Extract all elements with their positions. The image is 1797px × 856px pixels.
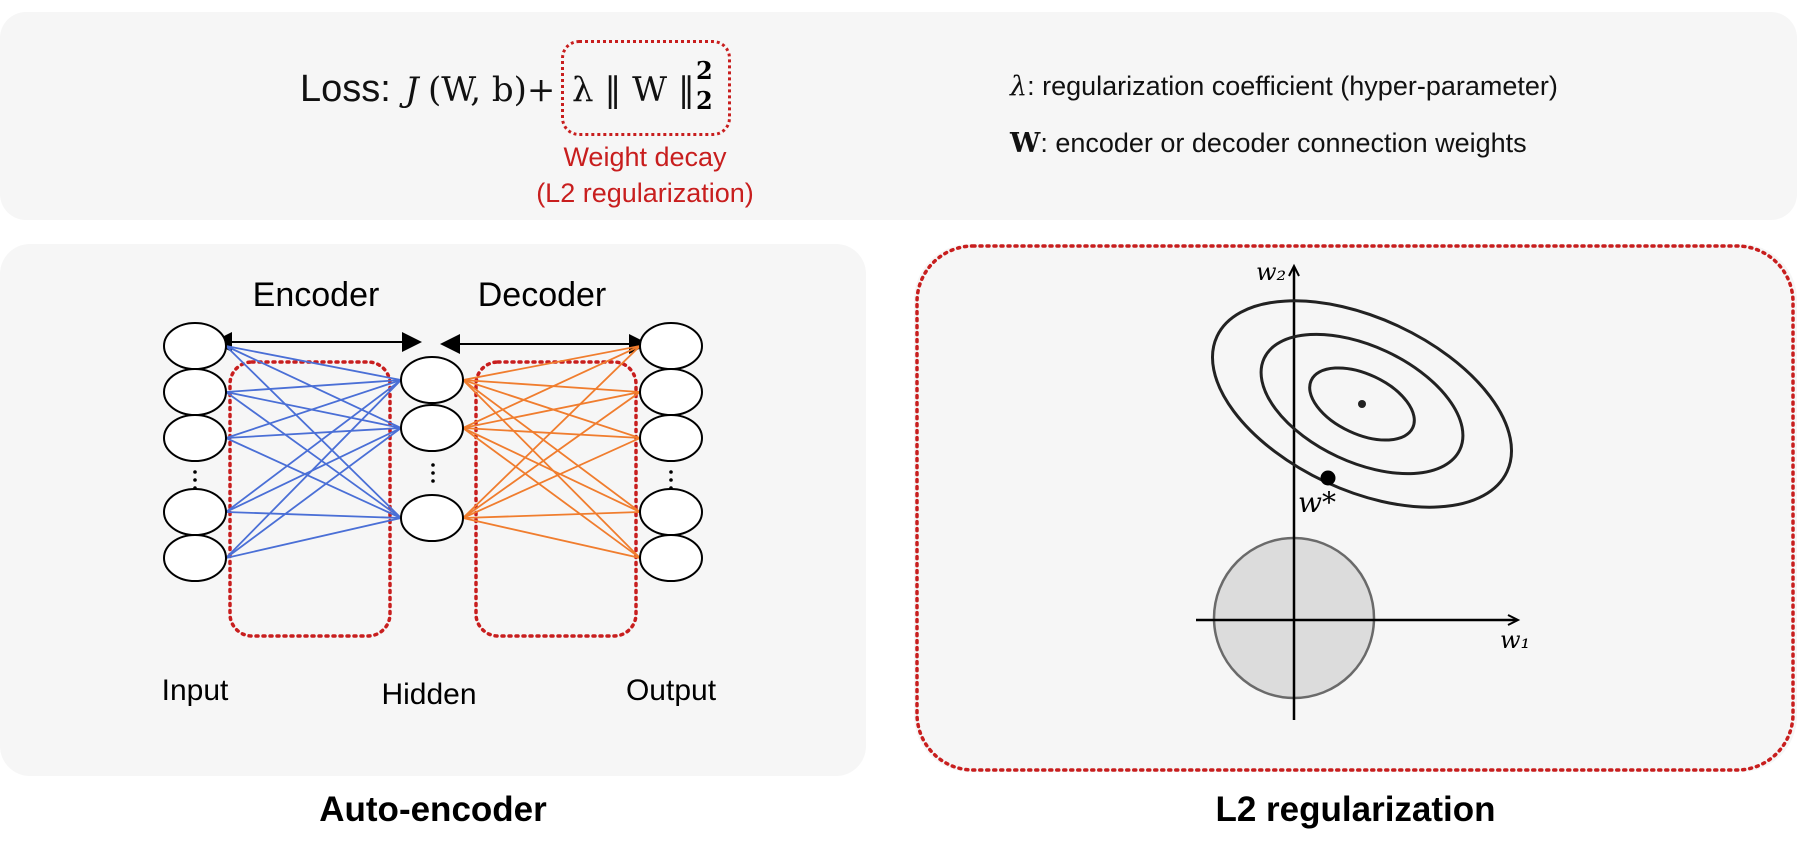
output-node-1 (639, 368, 703, 416)
encoder-edge-1-0 (225, 379, 402, 393)
l2-regularization-note: (L2 regularization) (536, 178, 754, 208)
hidden-node-0 (400, 356, 464, 404)
input-node-3 (163, 488, 227, 536)
encoder-edge-4-2 (225, 517, 402, 559)
encoder-edge-2-0 (225, 379, 402, 439)
decoder-edge-1-0 (462, 345, 641, 429)
decoder-edge-2-4 (462, 517, 641, 559)
input-node-2 (163, 414, 227, 462)
encoder-edge-0-1 (225, 345, 402, 429)
decoder-edge-0-3 (462, 379, 641, 513)
loss-j-symbol: J (405, 70, 419, 110)
encoder-edge-4-0 (225, 379, 402, 559)
decoder-edge-0-0 (462, 345, 641, 381)
output-node-4 (639, 534, 703, 582)
decoder-edge-1-4 (462, 427, 641, 559)
hidden-ellipsis (431, 463, 435, 483)
encoder-edge-2-1 (225, 427, 402, 439)
unregularized-minimum (1358, 400, 1366, 408)
lambda-definition: λ: regularization coefficient (hyper-par… (1010, 71, 1558, 102)
regularized-optimum-point (1320, 470, 1336, 486)
decoder-edge-2-3 (462, 511, 641, 519)
loss-label: Loss: (300, 68, 391, 110)
l2-caption: L2 regularization (1215, 790, 1496, 829)
penalty-highlight-box (561, 40, 731, 136)
encoder-edge-3-0 (225, 379, 402, 513)
norm-subscript: 2 (696, 86, 713, 115)
w2-axis-arrowhead (1288, 263, 1300, 277)
penalty-term: λ ‖ W ‖ (572, 70, 695, 110)
loss-contour-middle (1259, 332, 1465, 476)
hidden-node-2 (400, 494, 464, 542)
weights-symbol: W (1010, 128, 1041, 159)
output-node-2 (639, 414, 703, 462)
input-node-4 (163, 534, 227, 582)
l2-panel (914, 244, 1797, 772)
decoder-connections (462, 345, 641, 559)
encoder-edge-0-2 (225, 345, 402, 519)
encoder-connections (225, 345, 402, 559)
hidden-node-1 (400, 404, 464, 452)
output-node-3 (639, 488, 703, 536)
decoder-edge-2-2 (462, 437, 641, 519)
lambda-definition-text: : regularization coefficient (hyper-para… (1027, 71, 1558, 101)
output-node-0 (639, 322, 703, 370)
hidden-label: Hidden (381, 678, 476, 711)
w1-axis-arrowhead (1507, 614, 1521, 626)
l2-contour-plot: w* w₂ w₁ (915, 244, 1795, 772)
encoder-edge-4-1 (225, 427, 402, 559)
decoder-edge-0-4 (462, 379, 641, 559)
encoder-edge-3-2 (225, 511, 402, 519)
decoder-edge-2-1 (462, 391, 641, 519)
optimum-label: w* (1298, 486, 1336, 519)
input-label: Input (162, 674, 229, 707)
w1-axis-label: w₁ (1500, 626, 1530, 654)
encoder-label: Encoder (253, 276, 380, 314)
output-ellipsis (669, 470, 673, 490)
weights-definition: W: encoder or decoder connection weights (1010, 128, 1527, 159)
input-node-0 (163, 322, 227, 370)
decoder-label: Decoder (478, 276, 607, 314)
decoder-edge-0-1 (462, 379, 641, 393)
encoder-edge-0-0 (225, 345, 402, 381)
autoencoder-diagram: Encoder Decoder Input Hidden Output (162, 276, 717, 711)
weight-decay-label: Weight decay (563, 142, 727, 172)
encoder-edge-2-2 (225, 437, 402, 519)
equation-panel (0, 12, 1797, 220)
norm-superscript: 2 (696, 56, 713, 85)
network-nodes (163, 322, 703, 582)
decoder-edge-2-0 (462, 345, 641, 519)
decoder-edge-1-3 (462, 427, 641, 513)
decoder-edge-1-1 (462, 391, 641, 429)
loss-args: (W, b)+ (428, 70, 556, 110)
output-label: Output (626, 674, 717, 707)
decoder-edge-0-2 (462, 379, 641, 439)
input-ellipsis (193, 470, 197, 490)
w2-axis-label: w₂ (1256, 258, 1286, 286)
autoencoder-caption: Auto-encoder (319, 790, 547, 829)
weights-definition-text: : encoder or decoder connection weights (1040, 128, 1527, 158)
input-node-1 (163, 368, 227, 416)
loss-contour-inner (1308, 366, 1416, 442)
lambda-symbol: λ (1010, 71, 1028, 102)
encoder-edge-1-2 (225, 391, 402, 519)
encoder-edge-1-1 (225, 391, 402, 429)
l2-highlight-border (915, 244, 1795, 772)
